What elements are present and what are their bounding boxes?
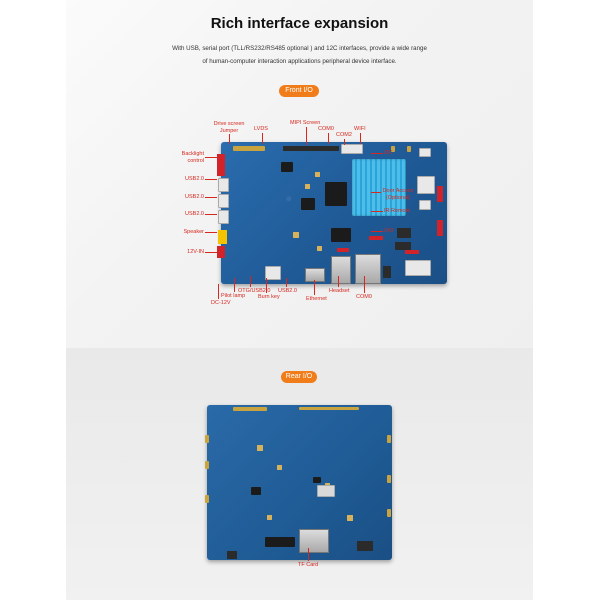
label-usb20-3: USB2.0: [185, 211, 204, 217]
page-description: With USB, serial port (TLL/RS232/RS485 o…: [106, 42, 493, 68]
label-ir-remote: IR Remote: [384, 208, 411, 214]
label-i2c: I2C: [384, 150, 393, 156]
front-io-pill: Front I/O: [279, 85, 319, 97]
label-xio: XIO: [384, 228, 394, 234]
label-tf-card: TF Card: [298, 562, 319, 568]
description-line-2: of human-computer interaction applicatio…: [202, 58, 397, 65]
label-burn-key: Burn key: [258, 294, 280, 300]
product-page: Rich interface expansion With USB, seria…: [66, 0, 533, 600]
label-usb20-1: USB2.0: [185, 176, 204, 182]
rear-io-pill: Rear I/O: [281, 371, 317, 383]
label-com0-bottom: COM0: [356, 294, 372, 300]
label-usb20-2: USB2.0: [185, 194, 204, 200]
label-pilot-lamp: Pilot lamp: [221, 293, 246, 299]
label-com0: COM0: [318, 126, 334, 132]
label-door-access: Door Access (Optional): [382, 188, 414, 201]
page-title: Rich interface expansion: [210, 15, 389, 32]
label-wifi: WIFI: [354, 126, 366, 132]
label-com2: COM2: [336, 132, 352, 138]
label-mipi-screen: MIPI Screen: [290, 120, 321, 126]
label-speaker: Speaker: [183, 229, 205, 235]
label-drive-screen-jumper: Drive screen Jumper: [213, 121, 245, 134]
label-otg-usb20: OTG/USB2.0: [238, 288, 271, 294]
label-backlight-control: Backlight control: [181, 151, 204, 164]
label-12v-in: 12V-IN: [187, 249, 204, 255]
label-dc-12v: DC-12V: [211, 300, 231, 306]
label-usb20-bottom: USB2.0: [278, 288, 297, 294]
description-line-1: With USB, serial port (TLL/RS232/RS485 o…: [172, 45, 427, 52]
rear-board-image: [205, 405, 392, 560]
label-ethernet: Ethernet: [306, 296, 327, 302]
front-board-image: [217, 142, 447, 284]
label-lvds: LVDS: [254, 126, 268, 132]
label-headset: Headset: [329, 288, 350, 294]
